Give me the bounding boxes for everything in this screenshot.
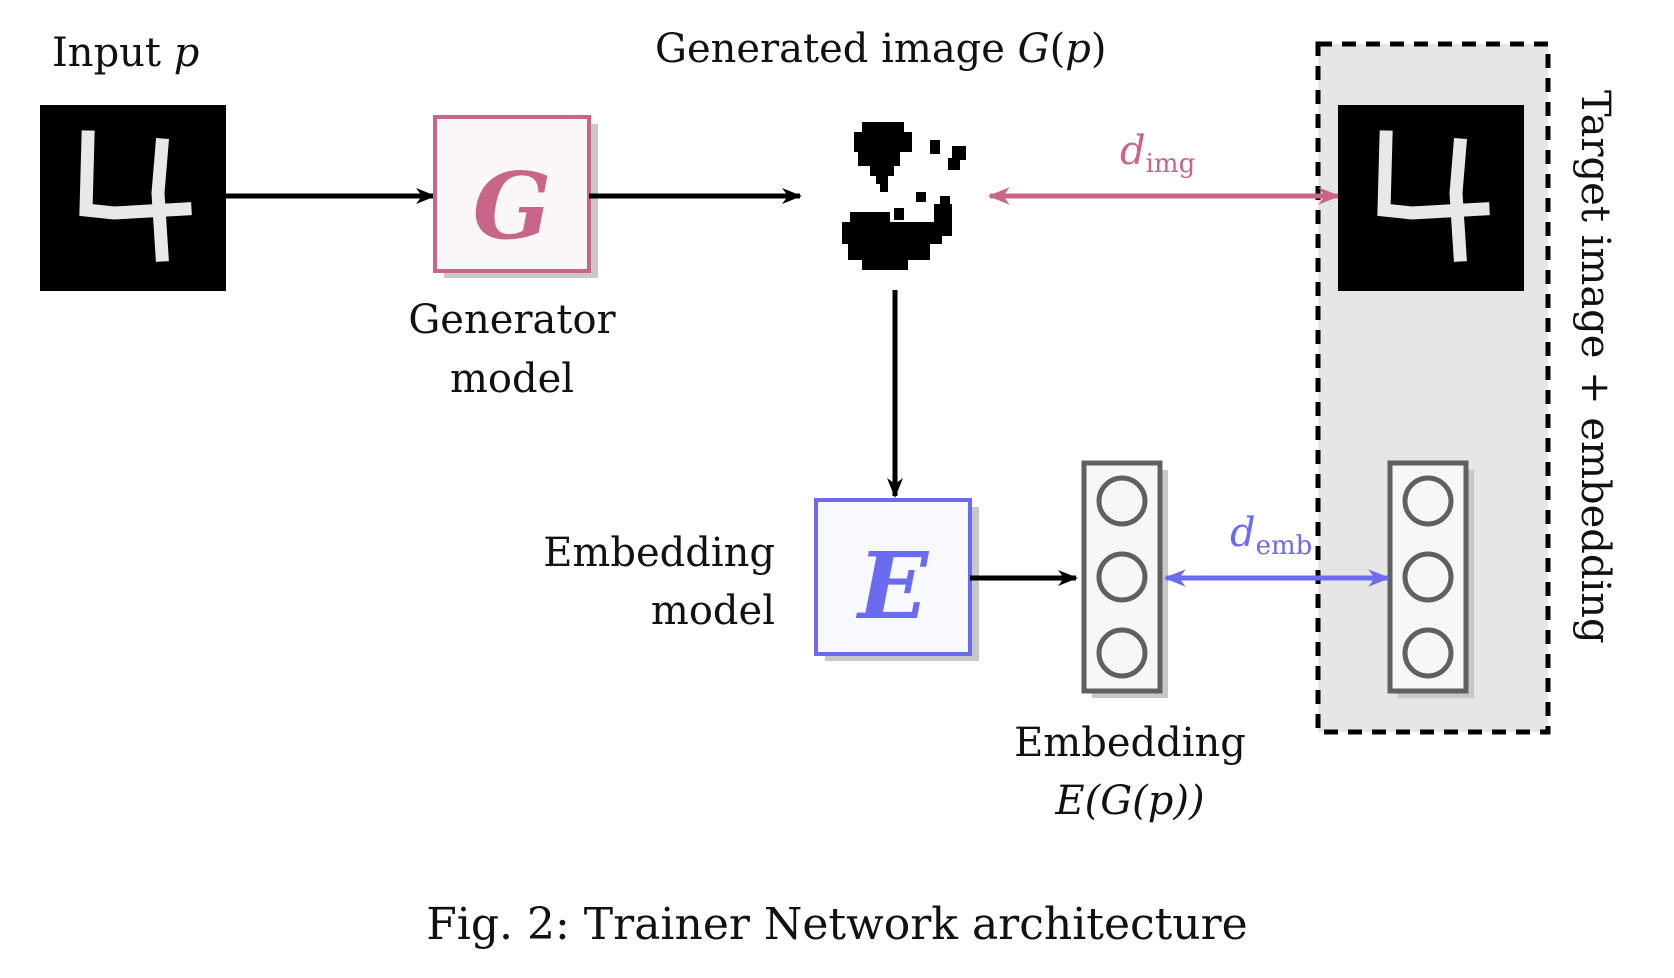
embedding-cell [1096,475,1148,527]
embedding-model-box: E [814,498,979,661]
digit-four-icon [79,130,192,262]
distance-img-label: dimg [1120,128,1195,179]
embedding-model-symbol: E [855,532,930,640]
target-digit-image [1338,105,1524,291]
distance-emb-label: demb [1230,510,1312,561]
generated-image [842,122,966,270]
figure-caption: Fig. 2: Trainer Network architecture [426,899,1247,950]
target-embedding-vector [1387,460,1474,698]
embedding-vector [1081,460,1168,698]
digit-four-icon [1377,130,1490,262]
embedding-model-label-line1: Embedding [543,530,775,576]
target-embedding-cell [1402,475,1454,527]
input-label: Input p [52,30,199,76]
embedding-cell [1096,551,1148,603]
generator-box: G [433,115,598,278]
generator-label-line2: model [450,356,574,402]
target-embedding-cell [1402,627,1454,679]
generator-symbol: G [473,152,552,260]
input-digit-image [40,105,226,291]
embedding-model-label-line2: model [651,588,775,634]
embedding-cell [1096,627,1148,679]
embedding-output-label-line1: Embedding [1014,720,1246,766]
generated-image-label: Generated image G(p) [655,26,1106,72]
target-embedding-cell [1402,551,1454,603]
target-label: Target image + embedding [1572,90,1618,644]
embedding-output-expr: E(G(p)) [1054,778,1204,824]
generator-label-line1: Generator [408,297,616,343]
